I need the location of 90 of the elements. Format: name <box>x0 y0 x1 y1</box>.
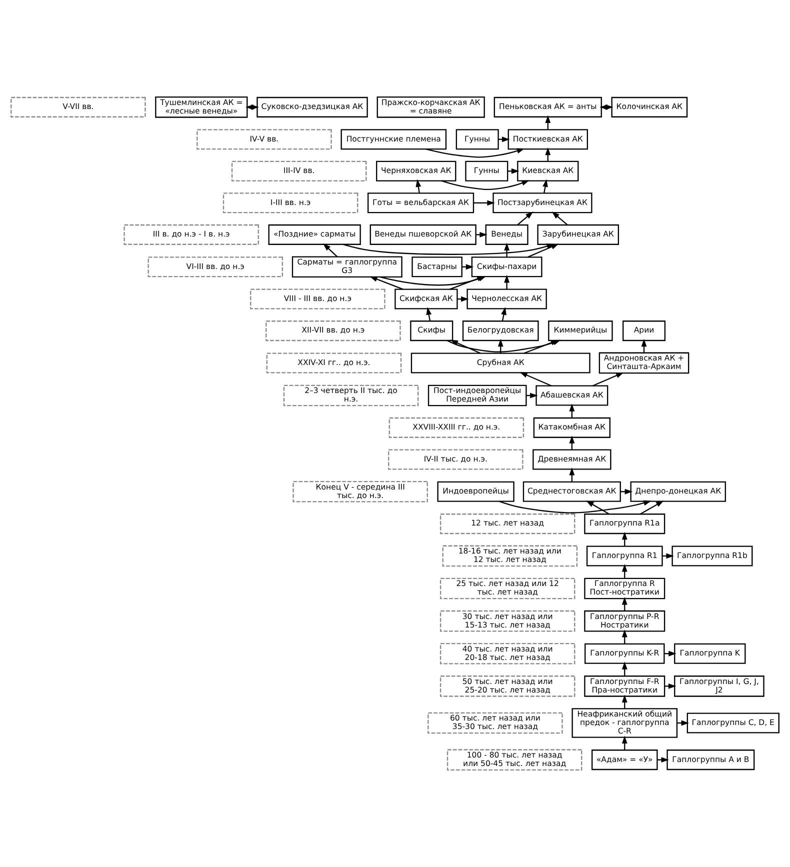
node-box: III в. до н.э - I в. н.э <box>124 224 259 245</box>
node-box: Постзарубинецкая АК <box>492 192 592 214</box>
node-box: Гаплогруппы A и B <box>666 750 755 770</box>
node-box: Сарматы = гаплогруппа G3 <box>292 256 402 278</box>
node-box: III-IV вв. <box>231 160 367 182</box>
node-box: Гаплогруппа R1a <box>584 514 666 534</box>
node-box: Посткиевская АК <box>508 129 588 150</box>
arrow <box>640 500 664 515</box>
node-box: Зарубинецкая АК <box>537 224 619 245</box>
node-box: Киевская АК <box>517 160 579 182</box>
node-box: Среднестоговская АК <box>522 481 621 502</box>
node-box: 100 - 80 тыс. лет назад или 50-45 тыс. лет назад <box>446 749 582 770</box>
arrow <box>416 179 422 193</box>
node-box: Колочинская АК <box>611 96 688 118</box>
node-box: Конец V - середина III тыс. до н.э. <box>292 480 428 502</box>
node-box: Скифская АК <box>394 288 458 310</box>
arrow <box>322 243 338 258</box>
node-box: Венеды <box>485 224 528 245</box>
node-box: XXIV-XI гг.. до н.э. <box>266 352 402 374</box>
node-box: Пражско-корчакская АК = славяне <box>376 96 485 118</box>
node-box: V-VII вв. <box>10 96 146 118</box>
node-box: Гаплогруппа R1 <box>586 546 663 566</box>
node-box: Бастарны <box>412 256 462 278</box>
arrow <box>542 179 548 193</box>
arrow <box>501 307 506 321</box>
node-box: Чернолесская АК <box>466 288 547 310</box>
node-box: Арии <box>622 320 666 342</box>
node-box: 2–3 четверть II тыс. до н.э. <box>283 384 419 406</box>
node-box: Пост-индоевропейцы Передней Азии <box>428 384 527 406</box>
node-box: Срубная АК <box>410 352 590 374</box>
arrow <box>586 500 610 514</box>
arrow <box>426 307 432 321</box>
arrow <box>426 148 525 158</box>
arrow <box>504 242 510 258</box>
node-box: 60 тыс. лет назад или 35-30 тыс. лет назад <box>428 712 563 734</box>
node-box: Гаплогруппы K-R <box>584 643 665 664</box>
arrow <box>504 274 510 290</box>
node-box: Гаплогруппа K <box>674 643 746 664</box>
node-box: Гаплогруппы F-R Пра-ностратики <box>584 676 666 697</box>
node-box: Венеды пшеворской АК <box>370 224 476 245</box>
node-box: 25 тыс. лет назад или 12 тыс. лет назад <box>440 578 576 600</box>
node-box: VI-III вв. до н.э <box>148 256 283 278</box>
node-box: Индоевропейцы <box>437 481 514 502</box>
node-box: 30 тыс. лет назад или 15-13 тыс. лет назад <box>440 610 576 632</box>
arrow <box>664 683 676 689</box>
node-box: IV-II тыс. до н.э. <box>388 449 524 470</box>
arrow <box>592 372 624 386</box>
node-box: Неафриканский общий предок - гаплогруппа C-R <box>572 708 678 738</box>
node-box: Постгуннские племена <box>340 129 447 150</box>
node-box: VIII - III вв. до н.э <box>250 288 386 310</box>
node-box: Древнеямная АК <box>532 449 612 470</box>
node-box: 12 тыс. лет назад <box>440 514 576 534</box>
node-box: XXVIII-XXIII гг.. до н.э. <box>388 417 524 438</box>
node-box: «Адам» = «У» <box>592 750 658 770</box>
node-box: Киммерийцы <box>548 320 613 342</box>
node-box: Гунны <box>456 129 499 150</box>
node-box: Днепро-донецкая АК <box>630 481 726 502</box>
node-box: Готы = вельбарская АК <box>367 192 474 214</box>
node-box: Гаплогруппы I, G, J, J2 <box>674 676 764 697</box>
node-box: I-III вв. н.э <box>222 192 358 214</box>
arrow <box>474 200 495 206</box>
node-box: «Поздние» сарматы <box>268 224 361 245</box>
node-box: Гаплогруппы C, D, E <box>686 712 780 734</box>
arrow <box>657 757 670 763</box>
node-box: Скифы-пахари <box>471 256 542 278</box>
node-box: XII-VII вв. до н.э <box>266 320 401 342</box>
node-box: Пеньковская АК = анты <box>494 96 602 118</box>
node-box: Суковско-дзедзицкая АК <box>256 96 368 118</box>
node-box: Абашевская АК <box>536 385 608 406</box>
node-box: IV-V вв. <box>196 129 332 150</box>
node-box: Гаплогруппа R1b <box>672 546 753 566</box>
node-box: Черняховская АК <box>376 160 456 182</box>
arrow <box>450 340 481 354</box>
node-box: 50 тыс. лет назад или 25-20 тыс. лет назад <box>440 676 576 697</box>
node-box: Скифы <box>410 320 454 342</box>
arrow <box>441 180 530 190</box>
arrow <box>552 212 568 226</box>
arrow <box>520 372 552 386</box>
arrow <box>517 212 534 226</box>
node-box: 18-16 тыс. лет назад или 12 тыс. лет назад <box>442 545 578 567</box>
arrow <box>370 276 404 290</box>
node-box: Катакомбная АК <box>533 417 610 438</box>
node-box: Гунны <box>465 160 508 182</box>
node-box: Белогрудовская <box>462 320 539 342</box>
node-box: 40 тыс. лет назад или 20-18 тыс. лет назад <box>440 642 576 664</box>
arrow <box>476 232 488 238</box>
node-box: Андроновская АК + Синташта-Аркаим <box>598 352 690 374</box>
node-box: Гаплогруппы P-R Ностратики <box>584 610 666 632</box>
node-box: Гаплогруппа R Пост-ностратики <box>584 578 666 600</box>
node-box: Тушемлинская АК = «лесные венеды» <box>155 96 248 118</box>
